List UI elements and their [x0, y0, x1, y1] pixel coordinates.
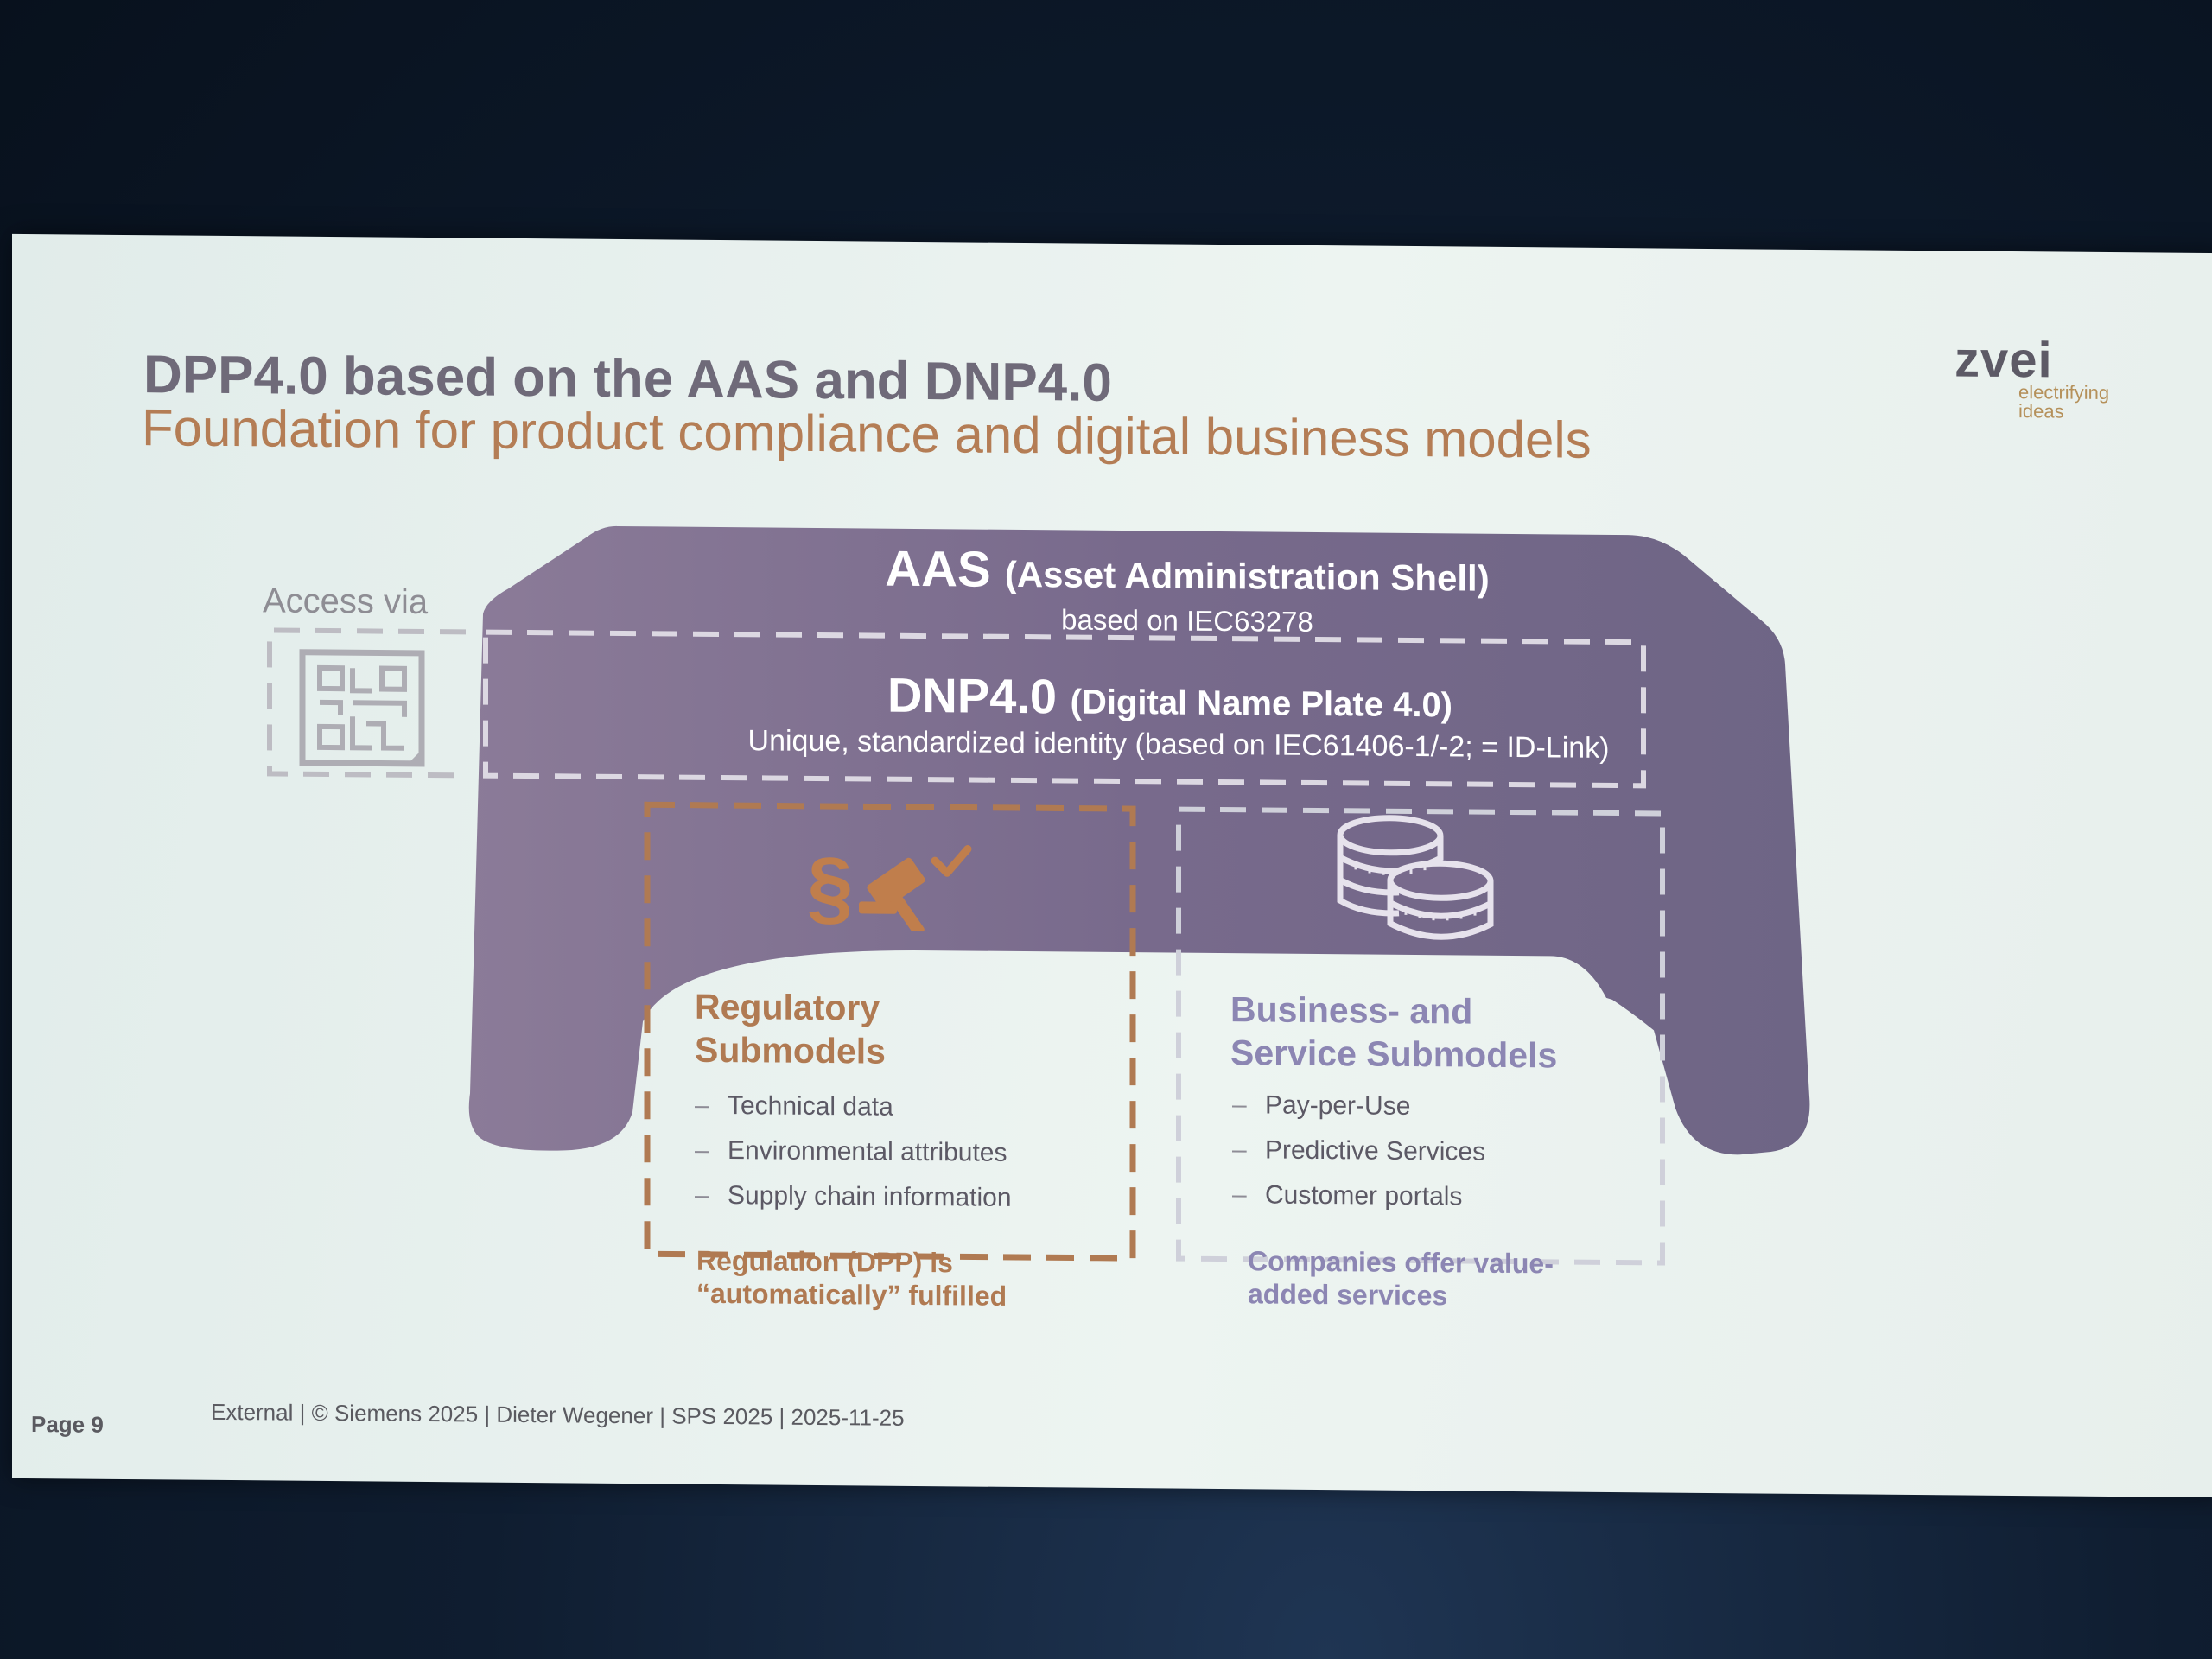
business-note-line2: added services: [1248, 1278, 1448, 1312]
aas-name: AAS: [885, 540, 991, 598]
dash-bullet: –: [695, 1180, 709, 1210]
list-item: –Customer portals: [1232, 1173, 1485, 1220]
business-note: Companies offer value- added services: [1248, 1244, 1645, 1313]
access-via-label: Access via: [263, 582, 429, 622]
dnp-name: DNP4.0: [887, 667, 1058, 724]
dnp-frame: [483, 629, 1646, 789]
business-frame: [1176, 806, 1665, 1266]
business-heading: Business- and Service Submodels: [1230, 988, 1662, 1077]
access-bracket-outline: [267, 627, 466, 779]
dash-bullet: –: [695, 1135, 709, 1165]
svg-text:§: §: [807, 841, 853, 932]
business-heading-line1: Business- and: [1230, 989, 1473, 1032]
list-item: –Predictive Services: [1232, 1128, 1485, 1175]
aas-diagram-shapes: [267, 525, 1810, 1266]
regulatory-note: Regulation (DPP) is “automatically” fulf…: [696, 1244, 1094, 1313]
list-item: –Pay-per-Use: [1232, 1083, 1485, 1130]
regulatory-heading: Regulatory Submodels: [695, 985, 1109, 1075]
regulatory-note-line2: “automatically” fulfilled: [696, 1277, 1007, 1312]
list-item: –Technical data: [695, 1084, 1012, 1131]
aas-shell-shape: [468, 525, 1810, 1155]
dnp-full-name: (Digital Name Plate 4.0): [1070, 683, 1453, 725]
dash-bullet: –: [1232, 1180, 1247, 1210]
dash-bullet: –: [695, 1090, 709, 1120]
dash-bullet: –: [1232, 1135, 1247, 1165]
aas-standard: based on IEC63278: [1061, 603, 1313, 638]
regulatory-note-line1: Regulation (DPP) is: [696, 1244, 953, 1279]
regulatory-list: –Technical data –Environmental attribute…: [695, 1084, 1012, 1221]
dnp-title: DNP4.0 (Digital Name Plate 4.0): [686, 665, 1654, 730]
regulatory-heading-line1: Regulatory: [695, 986, 880, 1028]
business-heading-line2: Service Submodels: [1230, 1033, 1558, 1076]
regulatory-heading-line2: Submodels: [695, 1029, 886, 1071]
dash-bullet: –: [1232, 1090, 1247, 1120]
coins-icon: [1337, 815, 1494, 940]
qr-code-icon: [299, 649, 425, 767]
presentation-slide: DPP4.0 based on the AAS and DNP4.0 Found…: [12, 233, 2212, 1498]
aas-title: AAS (Asset Administration Shell): [824, 539, 1550, 603]
list-item: –Environmental attributes: [695, 1128, 1012, 1176]
aas-full-name: (Asset Administration Shell): [1004, 553, 1490, 599]
regulatory-frame: [644, 801, 1136, 1262]
business-list: –Pay-per-Use –Predictive Services –Custo…: [1232, 1083, 1485, 1220]
section-gavel-check-icon: §: [807, 841, 972, 932]
page-number: Page 9: [31, 1411, 104, 1438]
business-note-line1: Companies offer value-: [1248, 1245, 1554, 1280]
list-item: –Supply chain information: [695, 1173, 1012, 1221]
